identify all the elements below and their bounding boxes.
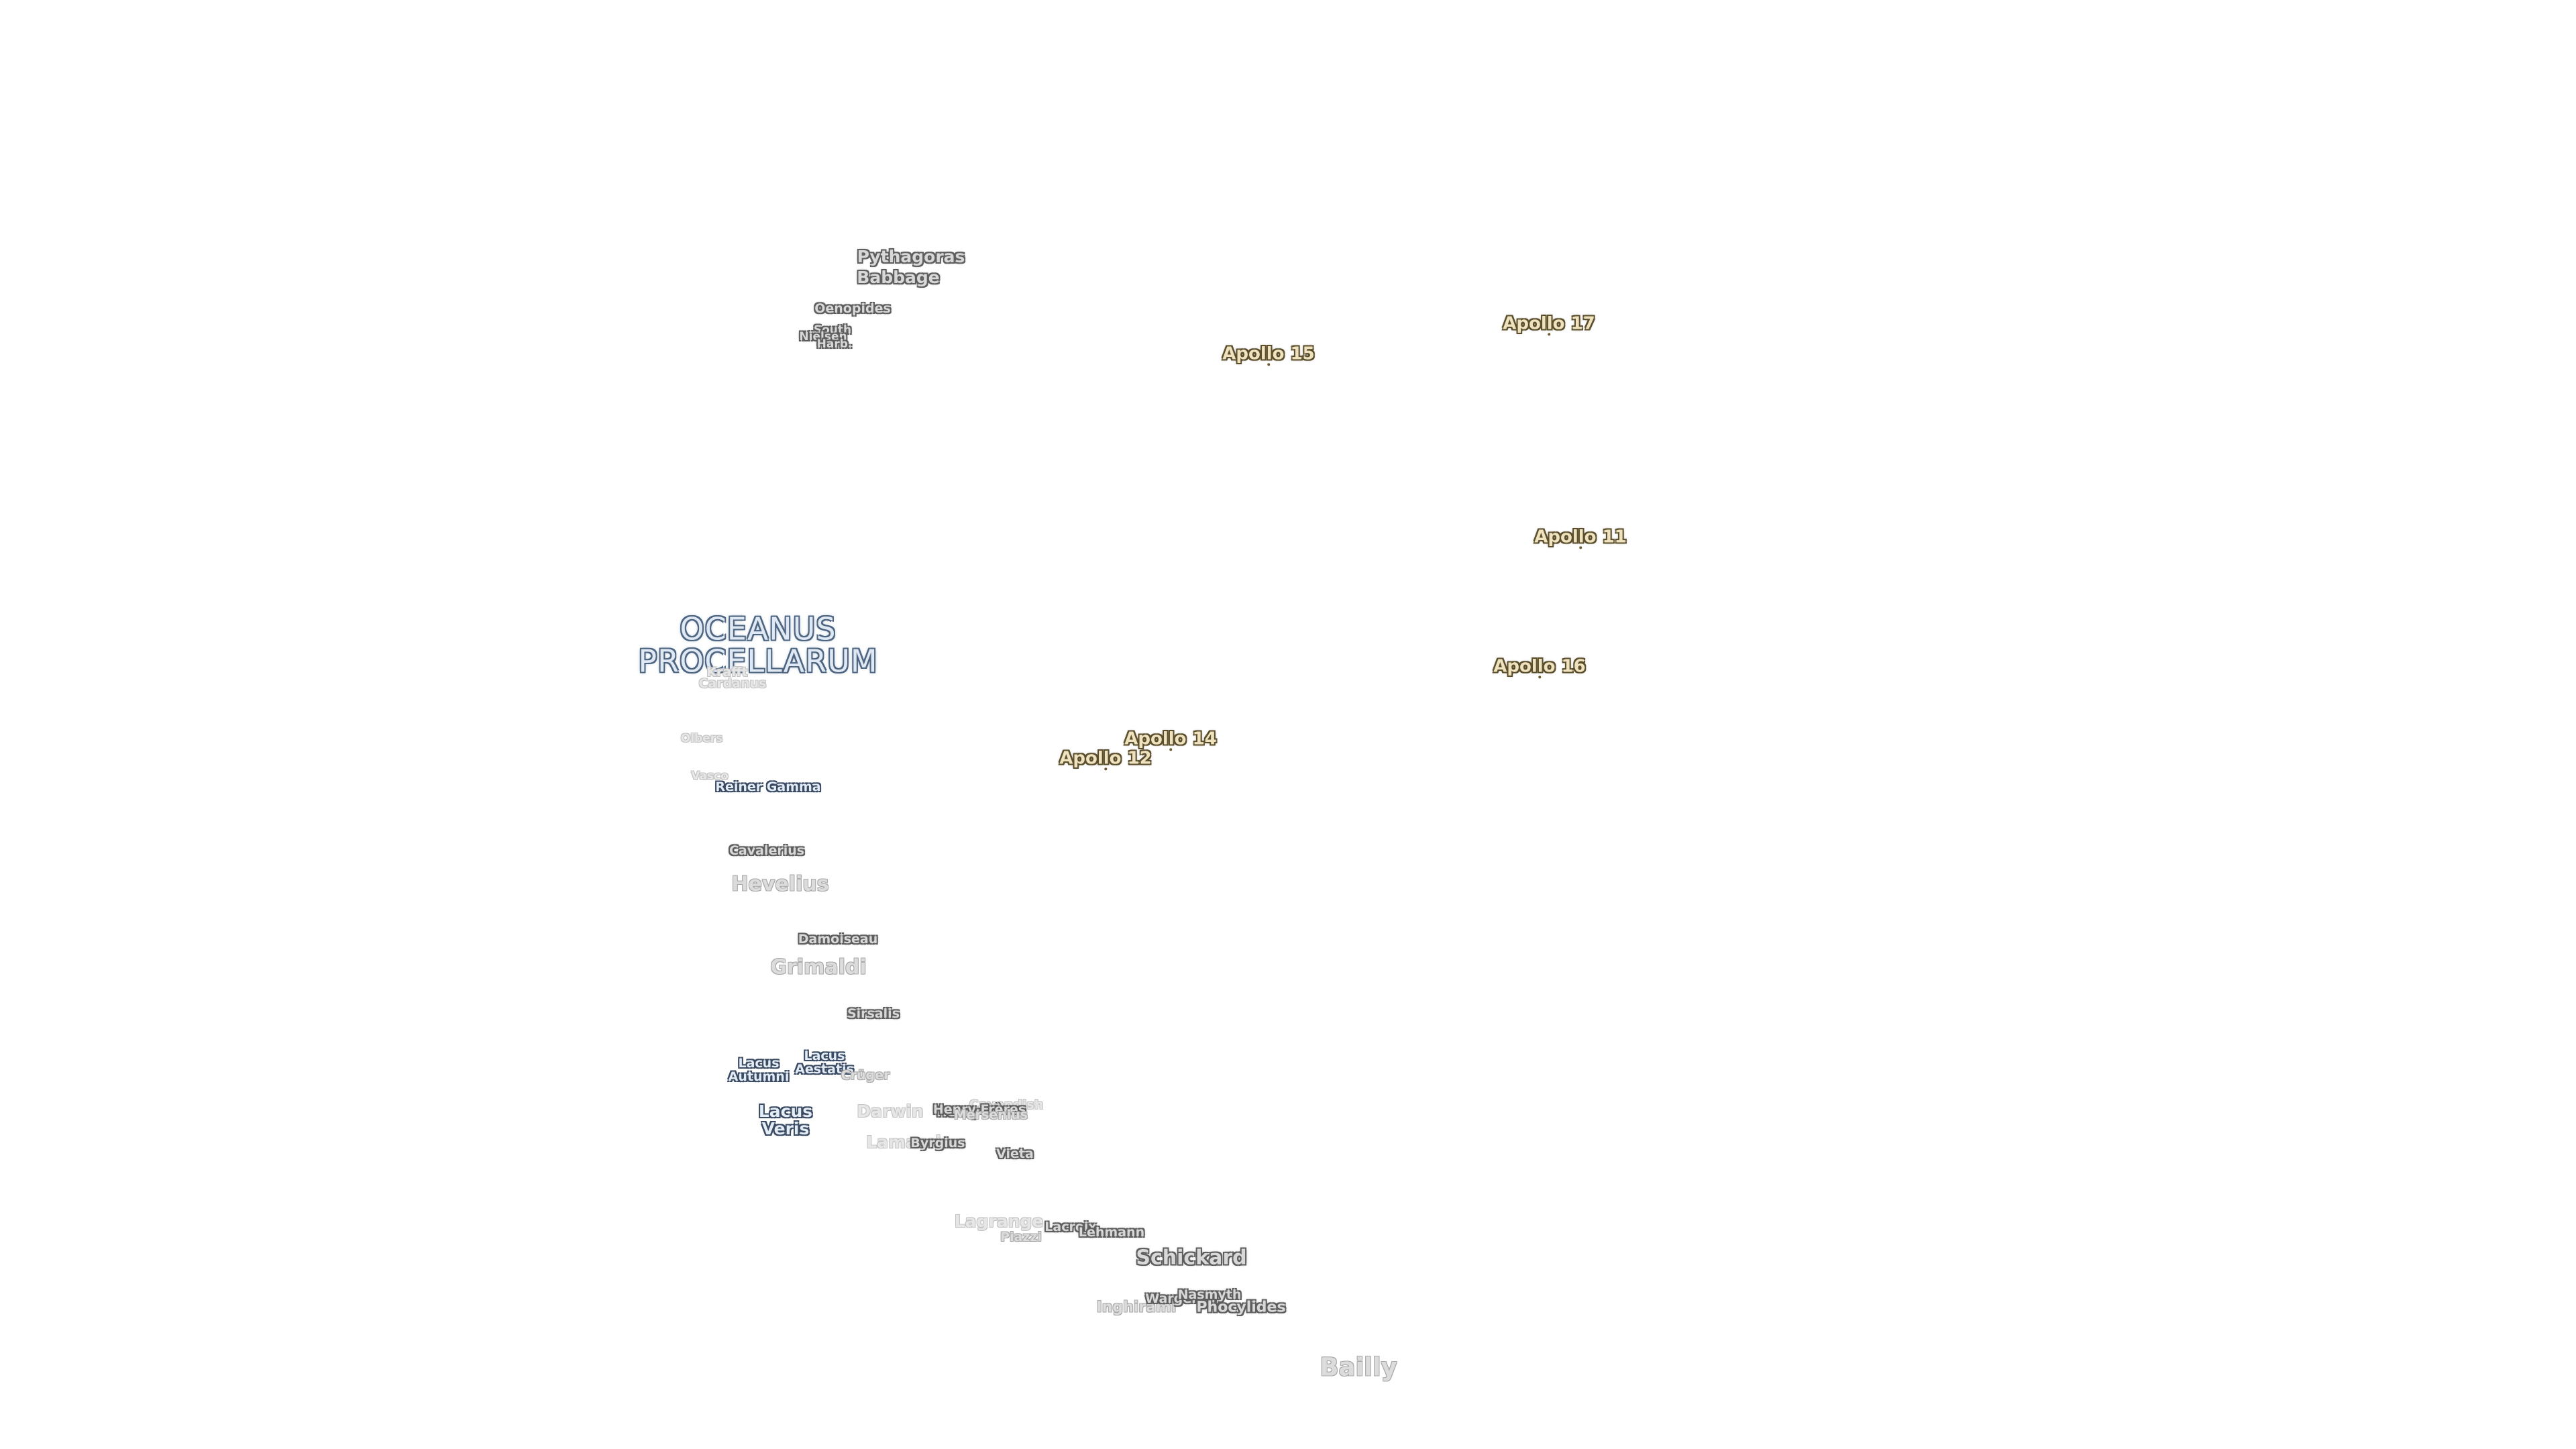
crater-label-hevelius[interactable]: Hevelius: [731, 872, 829, 896]
oceanus-line-2: PROCELLARUM: [638, 643, 878, 680]
feature-label-reiner-gamma[interactable]: Reiner Gamma: [715, 780, 821, 795]
lake-autumni-line-2: Autumni: [728, 1069, 790, 1084]
crater-label-lacroix[interactable]: Lacroix: [1044, 1220, 1097, 1235]
crater-label-schickard[interactable]: Schickard: [1136, 1246, 1247, 1270]
crater-label-cavendish[interactable]: Cavendish: [969, 1097, 1044, 1113]
oceanus-line-1: OCEANUS: [680, 610, 837, 647]
lake-veris-line-2: Veris: [761, 1119, 810, 1138]
apollo-12-label: Apollo 12: [1059, 748, 1152, 769]
apollo-16-label: Apollo 16: [1493, 656, 1586, 677]
apollo-14-label: Apollo 14: [1124, 729, 1217, 749]
crater-label-cavalerius[interactable]: Cavalerius: [729, 843, 805, 859]
crater-label-vasco[interactable]: Vasco: [691, 769, 729, 784]
crater-label-vieta[interactable]: Vieta: [996, 1146, 1034, 1162]
crater-label-piazzi[interactable]: Piazzi: [1000, 1230, 1042, 1245]
landing-site-marker-icon: [1169, 748, 1172, 751]
landing-site-marker-icon: [1267, 363, 1270, 366]
crater-label-grimaldi[interactable]: Grimaldi: [770, 955, 867, 979]
crater-label-mersenius[interactable]: Mersenius: [953, 1108, 1028, 1123]
crater-label-wargentin[interactable]: Wargentin: [1145, 1291, 1220, 1307]
crater-label-olbers[interactable]: Olbers: [680, 732, 723, 746]
crater-label-cruger[interactable]: Crüger: [841, 1068, 890, 1083]
apollo-11-site[interactable]: Apollo 11: [1534, 528, 1627, 549]
landing-site-marker-icon: [1547, 333, 1550, 336]
lake-aestatis-line-2: Aestatis: [795, 1062, 854, 1077]
crater-label-cardanus[interactable]: Cardanus: [698, 676, 767, 692]
crater-label-bailly[interactable]: Bailly: [1320, 1352, 1397, 1382]
crater-label-babbage[interactable]: Babbage: [857, 267, 940, 287]
crater-label-lehmann[interactable]: Lehmann: [1078, 1225, 1145, 1240]
lake-label-veris[interactable]: Lacus Veris: [758, 1101, 813, 1138]
apollo-14-site[interactable]: Apollo 14: [1124, 730, 1217, 751]
crater-label-nielsen[interactable]: Nielsen: [799, 330, 847, 344]
apollo-15-site[interactable]: Apollo 15: [1222, 345, 1315, 366]
lake-label-autumni[interactable]: Lacus Autumni: [729, 1057, 790, 1084]
crater-label-inghirami[interactable]: Inghirami: [1096, 1299, 1177, 1316]
crater-label-sirsalis[interactable]: Sirsalis: [847, 1006, 900, 1022]
crater-label-phocylides[interactable]: Phocylides: [1196, 1299, 1286, 1316]
apollo-17-site[interactable]: Apollo 17: [1503, 313, 1595, 336]
crater-label-lamarck[interactable]: Lamarck: [866, 1132, 947, 1152]
lake-label-aestatis[interactable]: Lacus Aestatis: [795, 1049, 854, 1077]
landing-site-marker-icon: [1578, 546, 1582, 549]
oceanus-procellarum-label: OCEANUS PROCELLARUM: [638, 613, 877, 678]
crater-label-pythagoras[interactable]: Pythagoras: [857, 246, 965, 266]
crater-label-darwin[interactable]: Darwin: [857, 1101, 924, 1121]
crater-label-south[interactable]: South: [813, 323, 852, 337]
apollo-11-label: Apollo 11: [1534, 527, 1627, 547]
apollo-16-site[interactable]: Apollo 16: [1493, 656, 1586, 679]
crater-label-krafft[interactable]: Krafft: [706, 665, 748, 680]
lake-autumni-line-1: Lacus: [738, 1056, 780, 1071]
apollo-12-site[interactable]: Apollo 12: [1059, 748, 1152, 771]
crater-label-damoiseau[interactable]: Damoiseau: [798, 932, 878, 947]
crater-label-henry-freres[interactable]: Henry Frères: [932, 1102, 1026, 1118]
crater-label-oenopides[interactable]: Oenopides: [814, 301, 891, 317]
apollo-17-label: Apollo 17: [1503, 313, 1595, 334]
crater-label-henry[interactable]: Henry: [936, 1105, 980, 1120]
apollo-15-label: Apollo 15: [1222, 343, 1315, 364]
landing-site-marker-icon: [1538, 676, 1541, 679]
crater-label-lagrange[interactable]: Lagrange: [954, 1211, 1044, 1231]
crater-label-nasmyth[interactable]: Nasmyth: [1177, 1287, 1242, 1303]
crater-label-byrgius[interactable]: Byrgius: [910, 1136, 965, 1151]
crater-label-harbinger[interactable]: Harb.: [816, 337, 853, 352]
lake-aestatis-line-1: Lacus: [804, 1049, 845, 1064]
lake-veris-line-1: Lacus: [758, 1101, 813, 1121]
landing-site-marker-icon: [1104, 767, 1107, 771]
